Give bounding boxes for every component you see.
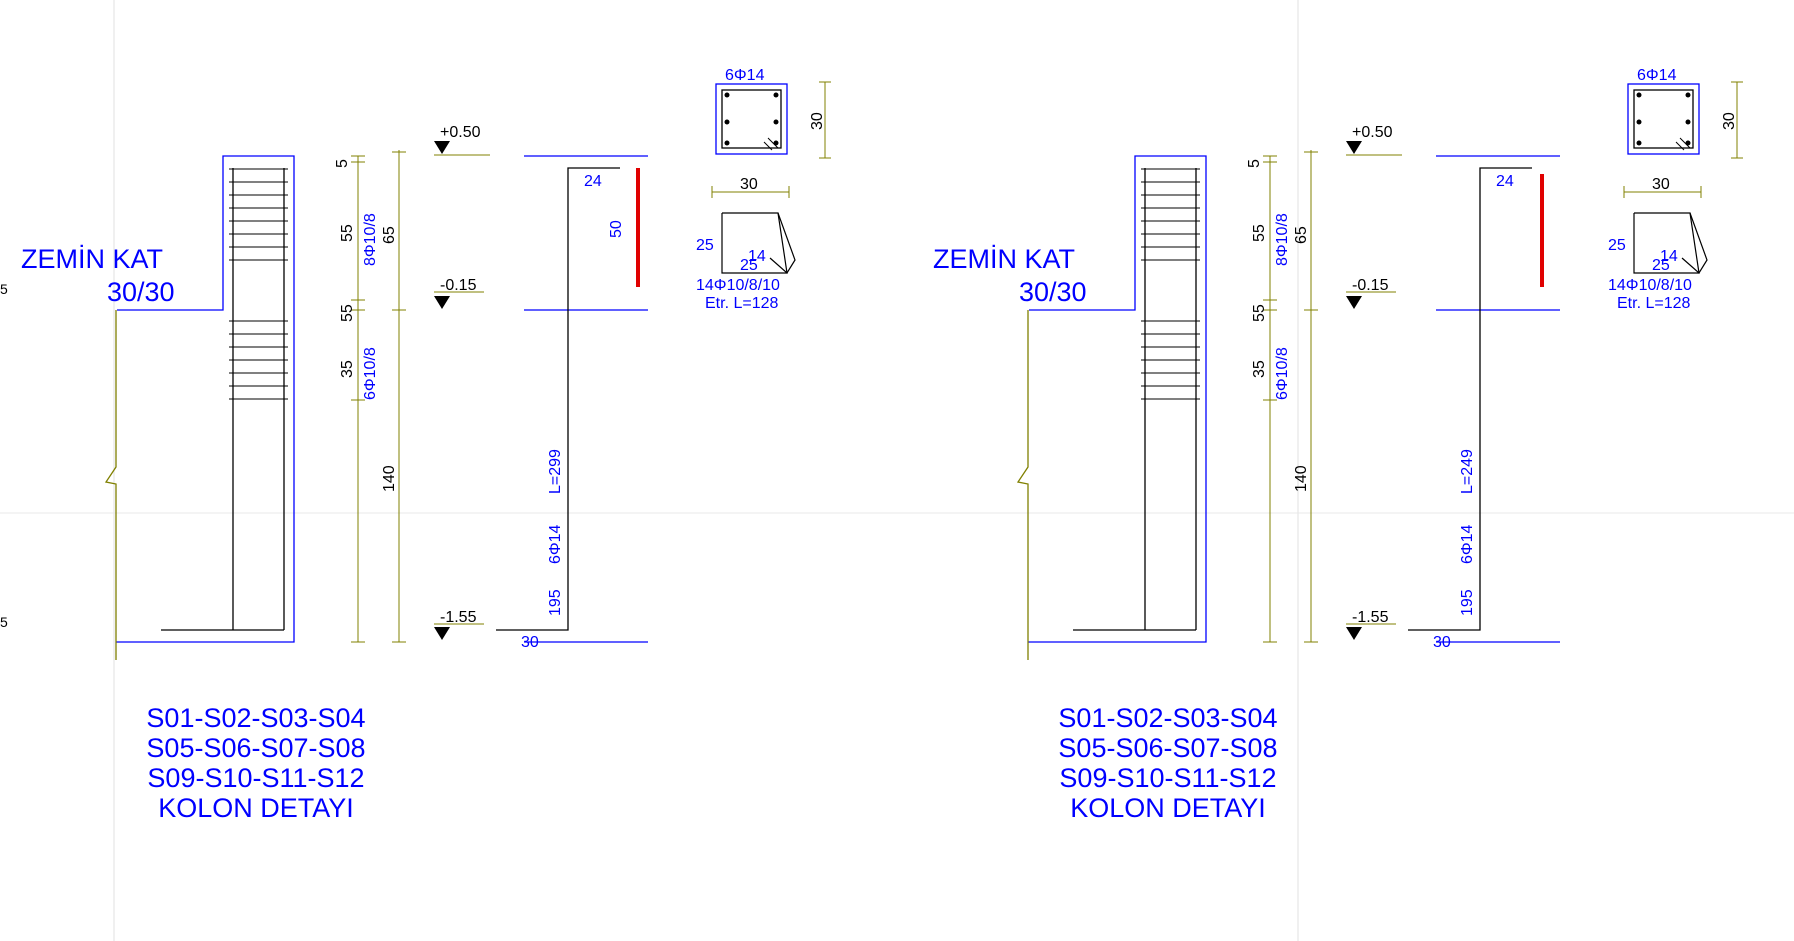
- stirrup-width: 30: [1652, 176, 1670, 193]
- bar-label-b: 6Φ14: [1459, 524, 1476, 564]
- level-bottom: -1.55: [440, 609, 477, 626]
- dim-35: 35: [1251, 360, 1268, 378]
- column-outline: [116, 155, 295, 643]
- stirrup-hook1: 14: [1660, 248, 1678, 265]
- section-side: 30: [809, 112, 826, 130]
- dim-140: 140: [381, 465, 398, 492]
- bar-bending: [496, 155, 648, 643]
- level-triangle-icon: [434, 296, 450, 309]
- detail-title: KOLON DETAYI: [158, 793, 354, 823]
- column-ids-1: S01-S02-S03-S04: [146, 703, 365, 733]
- section-bars: 6Φ14: [1637, 67, 1677, 84]
- title-block: S01-S02-S03-S04 S05-S06-S07-S08 S09-S10-…: [146, 703, 365, 823]
- column-ids-2: S05-S06-S07-S08: [1058, 733, 1277, 763]
- section-size: 30/30: [107, 277, 175, 307]
- column-elevation: [1016, 155, 1207, 660]
- stirrup-zone-lower: 6Φ10/8: [1274, 347, 1291, 400]
- dimension-texts: 5 55 65 55 35 140 8Φ10/8 6Φ10/8: [334, 159, 398, 492]
- bar-label-c: L=249: [1459, 449, 1476, 494]
- break-line: [1016, 310, 1029, 660]
- stirrup-zone-upper: 8Φ10/8: [362, 213, 379, 266]
- detail-title: KOLON DETAYI: [1070, 793, 1266, 823]
- bar-foot: 30: [1433, 634, 1451, 651]
- edge-label-bottom: 5: [0, 614, 8, 630]
- dim-140: 140: [1293, 465, 1310, 492]
- section-size: 30/30: [1019, 277, 1087, 307]
- stirrup-spec: 14Φ10/8/10: [696, 277, 780, 294]
- column-outline: [1028, 155, 1207, 643]
- level-triangle-icon: [1346, 141, 1362, 154]
- stirrups: [229, 168, 288, 400]
- stirrup-length: Etr. L=128: [1617, 295, 1690, 312]
- stirrup-spec: 14Φ10/8/10: [1608, 277, 1692, 294]
- bar-label-a: 195: [547, 589, 564, 616]
- edge-labels: 5 5: [0, 281, 8, 630]
- column-detail-1: ZEMİN KAT 30/30 5 55 65 55 35 140 8Φ10/8…: [21, 67, 831, 823]
- bar-label-a: 195: [1459, 589, 1476, 616]
- level-triangle-icon: [1346, 627, 1362, 640]
- level-bottom: -1.55: [1352, 609, 1389, 626]
- dim-55a: 55: [339, 224, 356, 242]
- stirrup-zone-lower: 6Φ10/8: [362, 347, 379, 400]
- dim-top: 5: [334, 159, 351, 168]
- stirrup-hook2: 25: [1652, 257, 1670, 274]
- dimension-lines: [351, 150, 406, 643]
- stirrup-zone-upper: 8Φ10/8: [1274, 213, 1291, 266]
- dim-35: 35: [339, 360, 356, 378]
- stirrup-width: 30: [740, 176, 758, 193]
- stirrup-shape: 30 25 14 25 14Φ10/8/10 Etr. L=128: [1608, 176, 1708, 312]
- stirrup-hook2: 25: [740, 257, 758, 274]
- title-block: S01-S02-S03-S04 S05-S06-S07-S08 S09-S10-…: [1058, 703, 1277, 823]
- dim-55a: 55: [1251, 224, 1268, 242]
- dimension-texts: 5 55 65 55 35 140 8Φ10/8 6Φ10/8: [1246, 159, 1310, 492]
- bar-hook-top: 24: [1496, 173, 1514, 190]
- stirrup-shape: 30 25 14 25 14Φ10/8/10 Etr. L=128: [696, 176, 796, 312]
- level-markers: +0.50 -0.15 -1.55: [1346, 124, 1402, 640]
- bar-label-b: 6Φ14: [547, 524, 564, 564]
- bar-lap: 50: [608, 220, 625, 238]
- floor-name: ZEMİN KAT: [933, 243, 1075, 274]
- dim-55b: 55: [339, 304, 356, 322]
- dim-65: 65: [381, 226, 398, 244]
- level-top: +0.50: [1352, 124, 1393, 141]
- bar-label-c: L=299: [547, 449, 564, 494]
- cross-section: 6Φ14 30: [1627, 67, 1743, 159]
- level-top: +0.50: [440, 124, 481, 141]
- stirrup-length: Etr. L=128: [705, 295, 778, 312]
- stirrup-height: 25: [1608, 237, 1626, 254]
- dimension-lines: [1263, 150, 1318, 643]
- dim-top: 5: [1246, 159, 1263, 168]
- stirrup-height: 25: [696, 237, 714, 254]
- column-ids-1: S01-S02-S03-S04: [1058, 703, 1277, 733]
- cross-section: 6Φ14 30: [715, 67, 831, 159]
- dim-55b: 55: [1251, 304, 1268, 322]
- column-elevation: [104, 155, 295, 660]
- stirrups: [1141, 168, 1200, 400]
- edge-label-top: 5: [0, 281, 8, 297]
- break-line: [104, 310, 117, 660]
- section-bars: 6Φ14: [725, 67, 765, 84]
- column-ids-3: S09-S10-S11-S12: [1059, 763, 1276, 793]
- level-mid: -0.15: [1352, 277, 1389, 294]
- level-triangle-icon: [434, 141, 450, 154]
- level-mid: -0.15: [440, 277, 477, 294]
- column-detail-2: ZEMİN KAT 30/30 5 55 65 55 35 140 8Φ10/8…: [933, 67, 1743, 823]
- bar-bending: [1408, 155, 1560, 643]
- column-ids-3: S09-S10-S11-S12: [147, 763, 364, 793]
- column-ids-2: S05-S06-S07-S08: [146, 733, 365, 763]
- floor-name: ZEMİN KAT: [21, 243, 163, 274]
- bar-hook-top: 24: [584, 173, 602, 190]
- level-triangle-icon: [1346, 296, 1362, 309]
- stirrup-hook1: 14: [748, 248, 766, 265]
- level-triangle-icon: [434, 627, 450, 640]
- level-markers: +0.50 -0.15 -1.55: [434, 124, 490, 640]
- dim-65: 65: [1293, 226, 1310, 244]
- bar-foot: 30: [521, 634, 539, 651]
- section-side: 30: [1721, 112, 1738, 130]
